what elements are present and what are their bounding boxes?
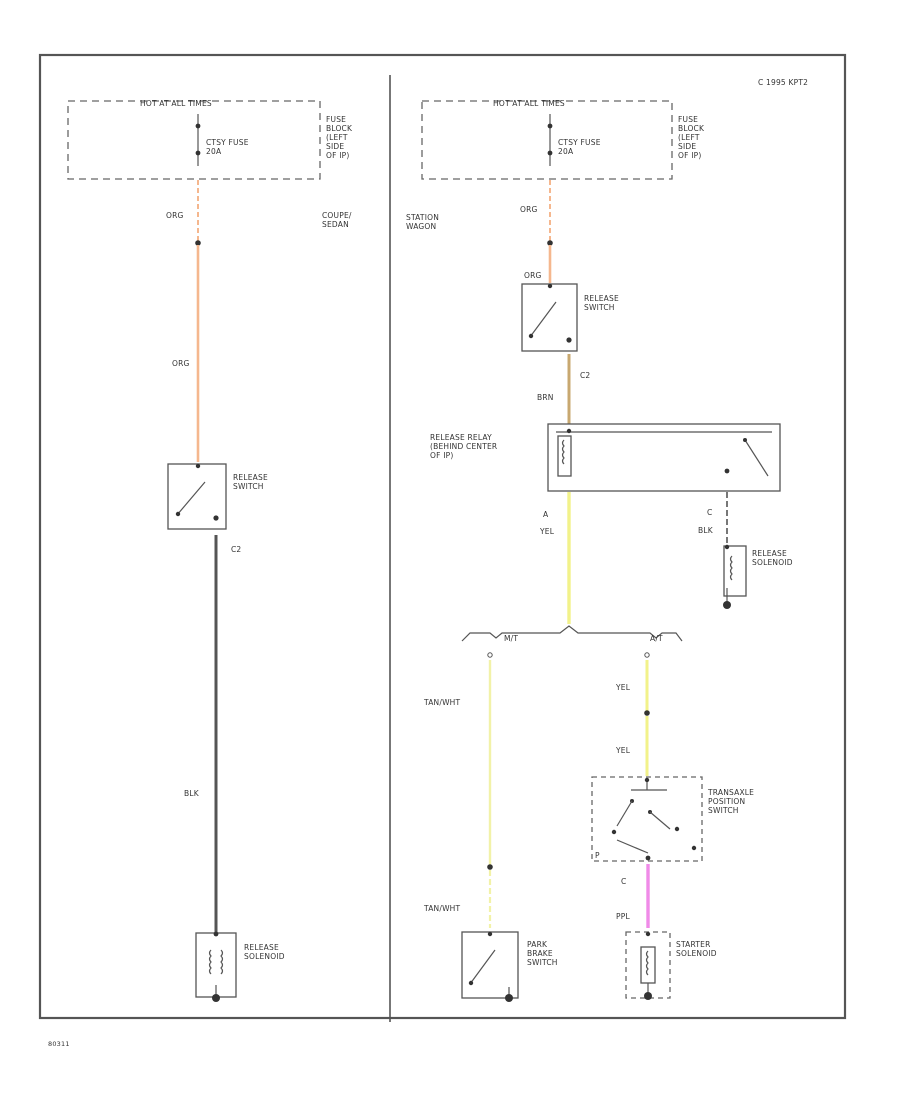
diagram-frame — [38, 53, 847, 1020]
left-ground-icon — [212, 994, 220, 1002]
right-wire3-label: BRN — [537, 393, 554, 402]
right-branch-right-label: A/T — [650, 634, 663, 643]
right-release-relay — [547, 423, 781, 492]
right-wire1-label: ORG — [520, 205, 538, 214]
right-power-label: HOT AT ALL TIMES — [493, 99, 565, 108]
right-ground-icon-3 — [644, 992, 652, 1000]
right-transaxle-pin-label: P — [595, 851, 600, 860]
right-wire9-label: PPL — [616, 912, 630, 921]
diagram-code: 80311 — [48, 1040, 70, 1048]
right-transaxle-switch — [591, 776, 703, 862]
left-solenoid-coil-icon — [208, 949, 212, 975]
right-relay-contact — [744, 439, 769, 477]
right-fuse-block — [421, 100, 673, 180]
right-wire4-label: YEL — [539, 527, 555, 536]
left-fuse-block — [67, 100, 321, 180]
right-solenoid-coil-icon — [729, 555, 733, 581]
right-ground-icon-1 — [723, 601, 731, 609]
left-connector-label: C2 — [231, 545, 241, 554]
left-wire2-label: ORG — [172, 359, 190, 368]
right-starter-coil-icon — [645, 950, 649, 976]
right-connector-label: C2 — [580, 371, 590, 380]
right-branch-left-label: M/T — [504, 634, 518, 643]
right-ground-icon-2 — [505, 994, 513, 1002]
right-wire10-label: TAN/WHT — [423, 904, 461, 913]
right-pin-c-label: C — [707, 508, 712, 517]
right-transaxle-contact-2 — [649, 811, 671, 830]
left-release-switch — [167, 463, 227, 530]
right-wire6-label: TAN/WHT — [423, 698, 461, 707]
right-pin-a-label: A — [543, 510, 549, 519]
right-wire8-label: YEL — [615, 746, 631, 755]
left-wire1-label: ORG — [166, 211, 184, 220]
diagram-reference: C 1995 KPT2 — [758, 78, 808, 87]
left-variant-label: COUPE/SEDAN — [322, 211, 352, 229]
right-release-solenoid — [723, 545, 747, 597]
left-power-label: HOT AT ALL TIMES — [140, 99, 212, 108]
right-wire2-label: ORG — [524, 271, 542, 280]
right-relay-coil — [557, 435, 572, 477]
right-pin-c2-label: C — [621, 877, 626, 886]
right-wire5-label: BLK — [698, 526, 714, 535]
left-wire3-label: BLK — [184, 789, 200, 798]
right-branch-bus — [461, 625, 683, 642]
right-wire7-label: YEL — [615, 683, 631, 692]
right-transaxle-contact-1 — [616, 800, 633, 827]
